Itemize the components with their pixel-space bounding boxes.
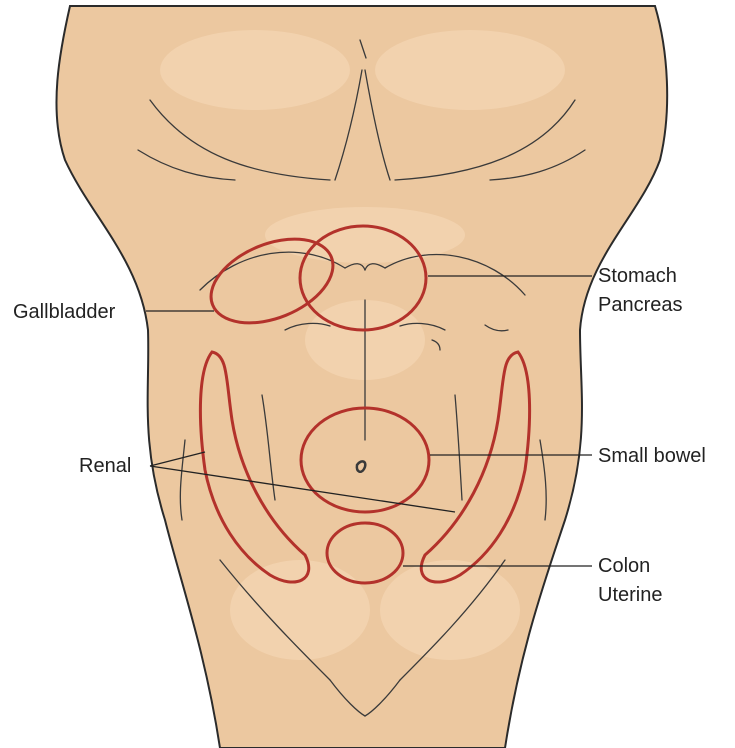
label-renal: Renal bbox=[79, 455, 131, 477]
label-uterine: Uterine bbox=[598, 584, 662, 606]
label-gallbladder: Gallbladder bbox=[13, 301, 116, 323]
lower-abdomen-highlight-right bbox=[380, 560, 520, 660]
label-stomach: Stomach bbox=[598, 265, 677, 287]
left-chest-highlight bbox=[160, 30, 350, 110]
right-chest-highlight bbox=[375, 30, 565, 110]
label-pancreas: Pancreas bbox=[598, 294, 683, 316]
label-colon: Colon bbox=[598, 555, 650, 577]
label-small-bowel: Small bowel bbox=[598, 445, 706, 467]
lower-abdomen-highlight bbox=[230, 560, 370, 660]
